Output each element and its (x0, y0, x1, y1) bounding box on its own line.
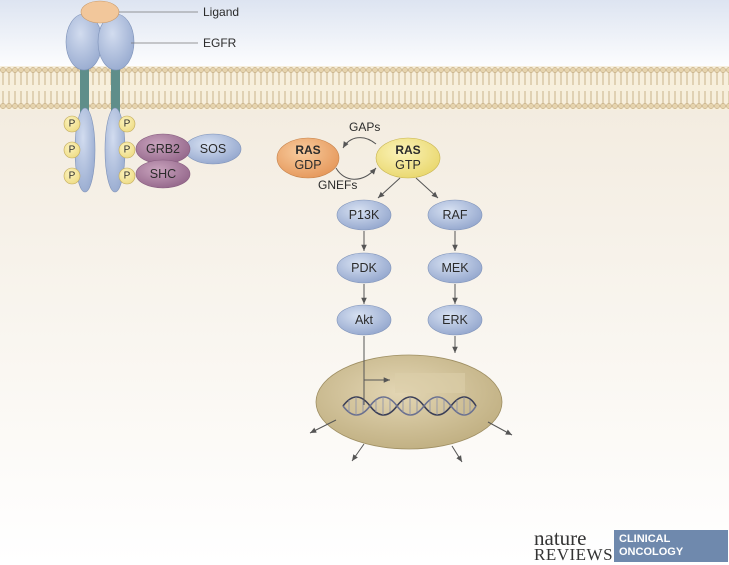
egfr-label: EGFR (203, 36, 237, 50)
output-arrow-3 (451, 445, 463, 463)
lipid-bilayer (0, 66, 729, 110)
receptor-tm-right (111, 62, 120, 114)
p13k-node (336, 199, 392, 231)
gaps-label: GAPs (349, 120, 380, 134)
ras-gtp-name: RAS (395, 143, 420, 157)
dna-strand-a (342, 396, 477, 416)
gnefs-arrow (335, 167, 377, 180)
dna-helix (342, 396, 477, 416)
dna-strand-b (342, 396, 477, 416)
pi3k-pathway: P13K PDK Akt (336, 199, 392, 336)
ligand-shape (80, 0, 120, 24)
logo-clinical: CLINICAL (619, 533, 671, 545)
phosphate-circle (63, 141, 81, 159)
grb2-label: GRB2 (146, 142, 180, 156)
logo-clinical-oncology-box: CLINICAL ONCOLOGY (614, 530, 728, 562)
ras-to-p13k-arrow (377, 177, 401, 199)
ras-gdp-state: GDP (294, 158, 321, 172)
journal-logo-wordmark: nature REVIEWS (533, 526, 614, 564)
output-arrow-2 (351, 443, 365, 462)
phosphate-label: P (69, 119, 76, 130)
ligand-label: Ligand (203, 5, 239, 19)
journal-logo: nature REVIEWS CLINICAL ONCOLOGY (533, 526, 729, 564)
logo-oncology: ONCOLOGY (619, 546, 684, 558)
transcription-start-arrow (363, 377, 390, 405)
erk-node (427, 304, 483, 336)
mek-label: MEK (441, 261, 469, 275)
output-arrow-4 (487, 421, 513, 436)
phosphate-label: P (124, 119, 131, 130)
ras-gdp-node (276, 137, 340, 179)
phosphate-label: P (69, 145, 76, 156)
phosphate-label: P (124, 145, 131, 156)
output-arrow-1 (309, 419, 337, 434)
gnefs-label: GNEFs (318, 178, 357, 192)
ras-gtp-state: GTP (395, 158, 421, 172)
erk-label: ERK (442, 313, 468, 327)
egfr-receptor (65, 0, 135, 193)
mapk-pathway: RAF MEK ERK (427, 199, 483, 336)
pdk-node (336, 252, 392, 284)
shc-node (135, 159, 191, 189)
phosphate-circle (63, 115, 81, 133)
raf-node (427, 199, 483, 231)
gaps-arrow (342, 137, 377, 149)
nucleus-highlight (395, 373, 465, 393)
logo-reviews: REVIEWS (534, 545, 614, 564)
akt-node (336, 304, 392, 336)
phosphate-label: P (124, 171, 131, 182)
phosphate-label: P (69, 171, 76, 182)
shc-label: SHC (150, 167, 176, 181)
sos-label: SOS (200, 142, 226, 156)
ras-gtp-node (375, 137, 441, 179)
phosphate-circle (118, 141, 136, 159)
dna-base-pairs (348, 397, 471, 415)
phosphate-circle (118, 115, 136, 133)
raf-label: RAF (443, 208, 468, 222)
mek-node (427, 252, 483, 284)
phosphate-groups: P P P P P P (63, 115, 136, 185)
ras-gdp-name: RAS (295, 143, 320, 157)
ras-to-raf-arrow (415, 177, 439, 199)
phosphate-circle (63, 167, 81, 185)
adaptor-complex: SOS GRB2 SHC (135, 133, 242, 189)
phosphate-circle (118, 167, 136, 185)
pdk-label: PDK (351, 261, 377, 275)
akt-label: Akt (355, 313, 374, 327)
receptor-tm-left (80, 62, 89, 114)
cytoplasm (0, 108, 729, 563)
p13k-label: P13K (349, 208, 380, 222)
logo-nature: nature (534, 526, 587, 550)
